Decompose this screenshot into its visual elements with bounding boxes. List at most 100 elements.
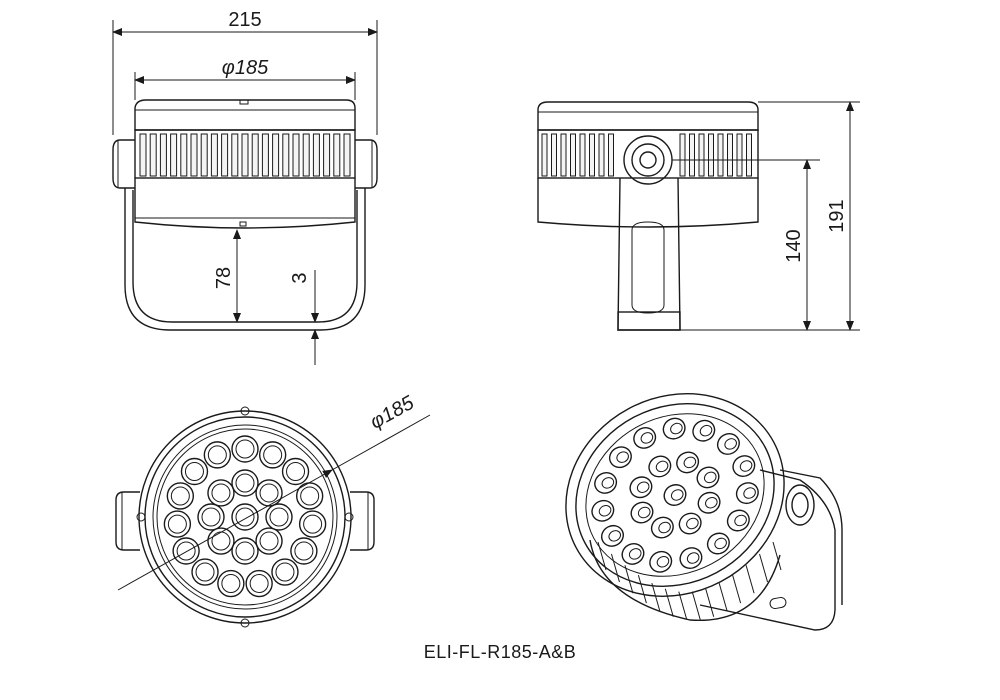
led-lens-inner [670,489,684,501]
heatsink-fin [691,591,701,620]
heatsink-fin [598,133,605,177]
heatsink-fin [727,133,733,177]
led-lens-inner [739,460,753,472]
led-lens-inner [207,445,227,465]
heatsink-fin [689,133,695,177]
heatsink-fin [732,575,742,604]
led-lens-inner [249,574,269,594]
heatsink-fin [272,133,280,177]
led-lens [649,550,673,573]
heatsink-fin [610,553,620,583]
led-lens [678,512,702,535]
led-lens [679,547,703,570]
heatsink-fin [759,553,769,583]
heatsink-fin [149,133,157,177]
led-lens [255,479,283,507]
led-lens-inner [176,541,196,561]
heatsink-fin [651,583,661,612]
heatsink-fin [312,133,320,177]
led-lens [231,469,259,497]
side-view: 140 191 [537,101,860,331]
heatsink-fin [302,133,310,177]
dim-bracket-height: 78 [213,267,235,289]
heatsink-fin [221,133,229,177]
led-lens [290,537,318,565]
led-lens [163,510,192,538]
dim-lens-diameter: φ185 [222,57,269,79]
led-lens-inner [211,483,231,503]
led-lens-inner [598,504,612,517]
heatsink-fin [241,133,249,177]
led-lens-inner [259,531,279,551]
heatsink-fin [745,565,755,594]
led-lens-inner [263,445,283,465]
heatsink-fin [159,133,167,177]
led-lens [633,427,657,449]
heatsink-fin [637,575,647,604]
isometric-fins [597,541,782,620]
led-lens [650,516,674,539]
led-lens-inner [259,483,279,503]
heatsink-fin [608,133,614,177]
led-lens [197,503,225,531]
led-lens-inner [235,473,255,493]
led-lens [621,543,645,565]
led-lens-inner [184,461,204,481]
heatsink-fin [200,133,208,177]
heatsink-fin [343,133,351,177]
heatsink-fin [541,133,548,177]
led-lens [265,503,293,531]
heatsink-fin [718,583,728,612]
led-lens-inner [601,477,615,489]
heatsink-fin [570,133,576,177]
led-lens-inner [303,514,323,534]
led-lens-inner [743,487,756,499]
led-lens-inner [724,438,737,450]
led-lens [172,537,200,565]
front-view: 215 φ185 78 3 [112,9,378,365]
led-lens-inner [628,548,642,560]
led-lens [692,419,716,442]
led-lens [630,501,654,524]
heatsink-fin [560,133,567,177]
led-lens-inner [703,471,717,484]
heatsink-fin [624,565,634,594]
heatsink-fin [231,133,239,177]
led-lens-inner [235,541,255,561]
led-lens [231,435,259,463]
led-lens [726,509,750,532]
led-lens [180,457,209,486]
heatsink-fin [333,133,341,177]
led-lens-inner [616,451,629,463]
led-lens [735,482,759,505]
led-lens [231,537,259,565]
led-lens-inner [670,422,683,435]
led-lens-inner [167,514,187,534]
led-lens [697,491,721,514]
dim-overall-height: 191 [826,199,848,232]
led-lens-inner [201,507,221,527]
led-lens [629,476,653,499]
heatsink-fin [708,133,714,177]
heatsink-fin [551,133,557,177]
face-view: φ185 [115,391,431,628]
led-lens-inner [637,506,651,519]
led-lens [258,441,287,469]
face-led-array [163,435,327,598]
side-fins [541,133,752,177]
dim-face-diameter: φ185 [366,391,418,433]
led-lens-inner [294,541,314,561]
dim-pivot-height: 140 [783,229,805,262]
led-lens-inner [286,461,306,481]
led-lens-inner [683,456,697,469]
led-lens [191,558,219,586]
led-lens [591,499,615,522]
led-lens [203,441,232,469]
heatsink-fin [180,133,188,177]
heatsink-fin [717,133,724,177]
led-lens [245,569,273,598]
led-lens-inner [699,424,713,437]
led-lens-inner [235,507,255,527]
led-lens-inner [608,530,622,542]
